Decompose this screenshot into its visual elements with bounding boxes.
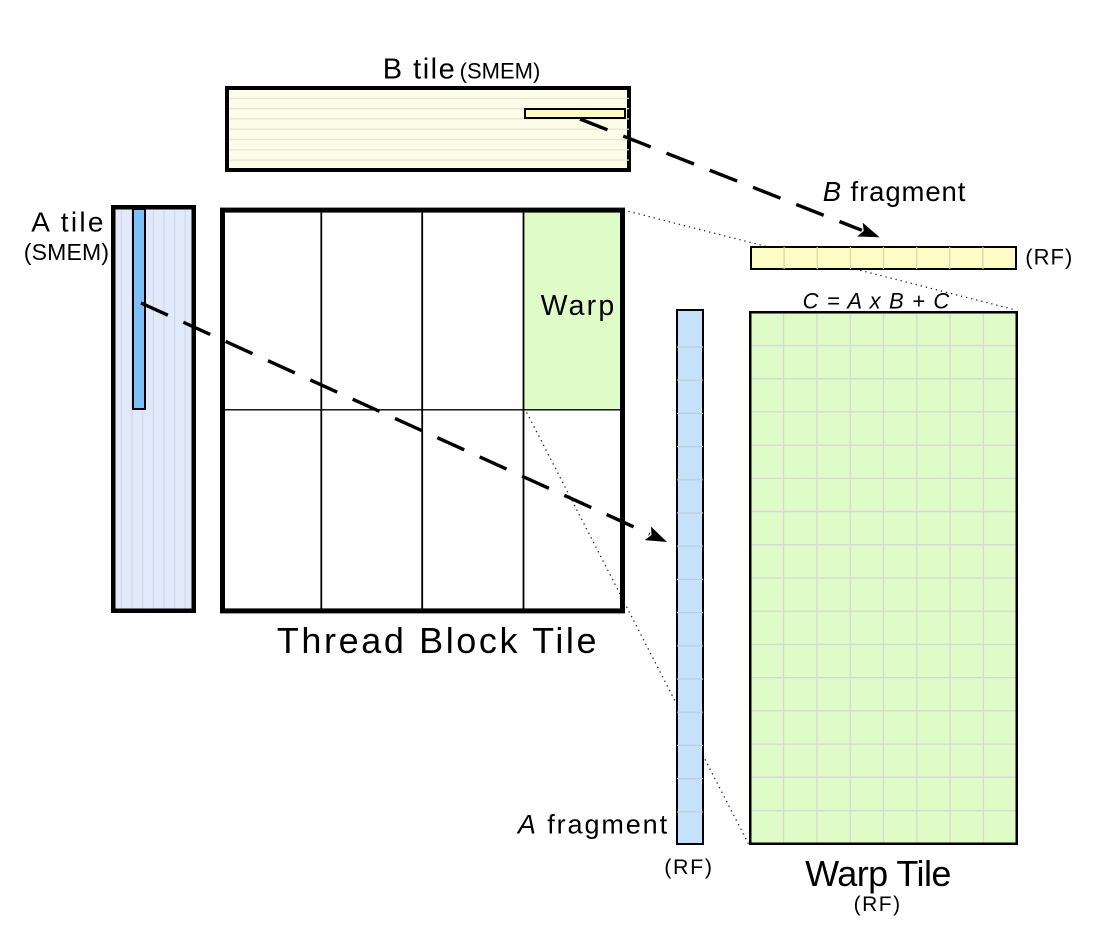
svg-text:B tile: B tile bbox=[383, 54, 456, 86]
svg-text:(RF): (RF) bbox=[854, 893, 902, 916]
svg-text:(SMEM): (SMEM) bbox=[460, 59, 541, 84]
svg-text:Thread Block Tile: Thread Block Tile bbox=[277, 620, 599, 661]
svg-text:A tile: A tile bbox=[31, 206, 106, 237]
svg-text:B fragment: B fragment bbox=[823, 176, 967, 207]
svg-text:(RF): (RF) bbox=[664, 855, 713, 879]
svg-text:Warp Tile: Warp Tile bbox=[805, 853, 951, 894]
svg-text:C = A x B + C: C = A x B + C bbox=[803, 289, 951, 314]
svg-text:(RF): (RF) bbox=[1025, 245, 1073, 270]
svg-text:A fragment: A fragment bbox=[516, 810, 669, 840]
svg-text:(SMEM): (SMEM) bbox=[24, 239, 110, 265]
svg-text:Warp: Warp bbox=[541, 290, 617, 322]
